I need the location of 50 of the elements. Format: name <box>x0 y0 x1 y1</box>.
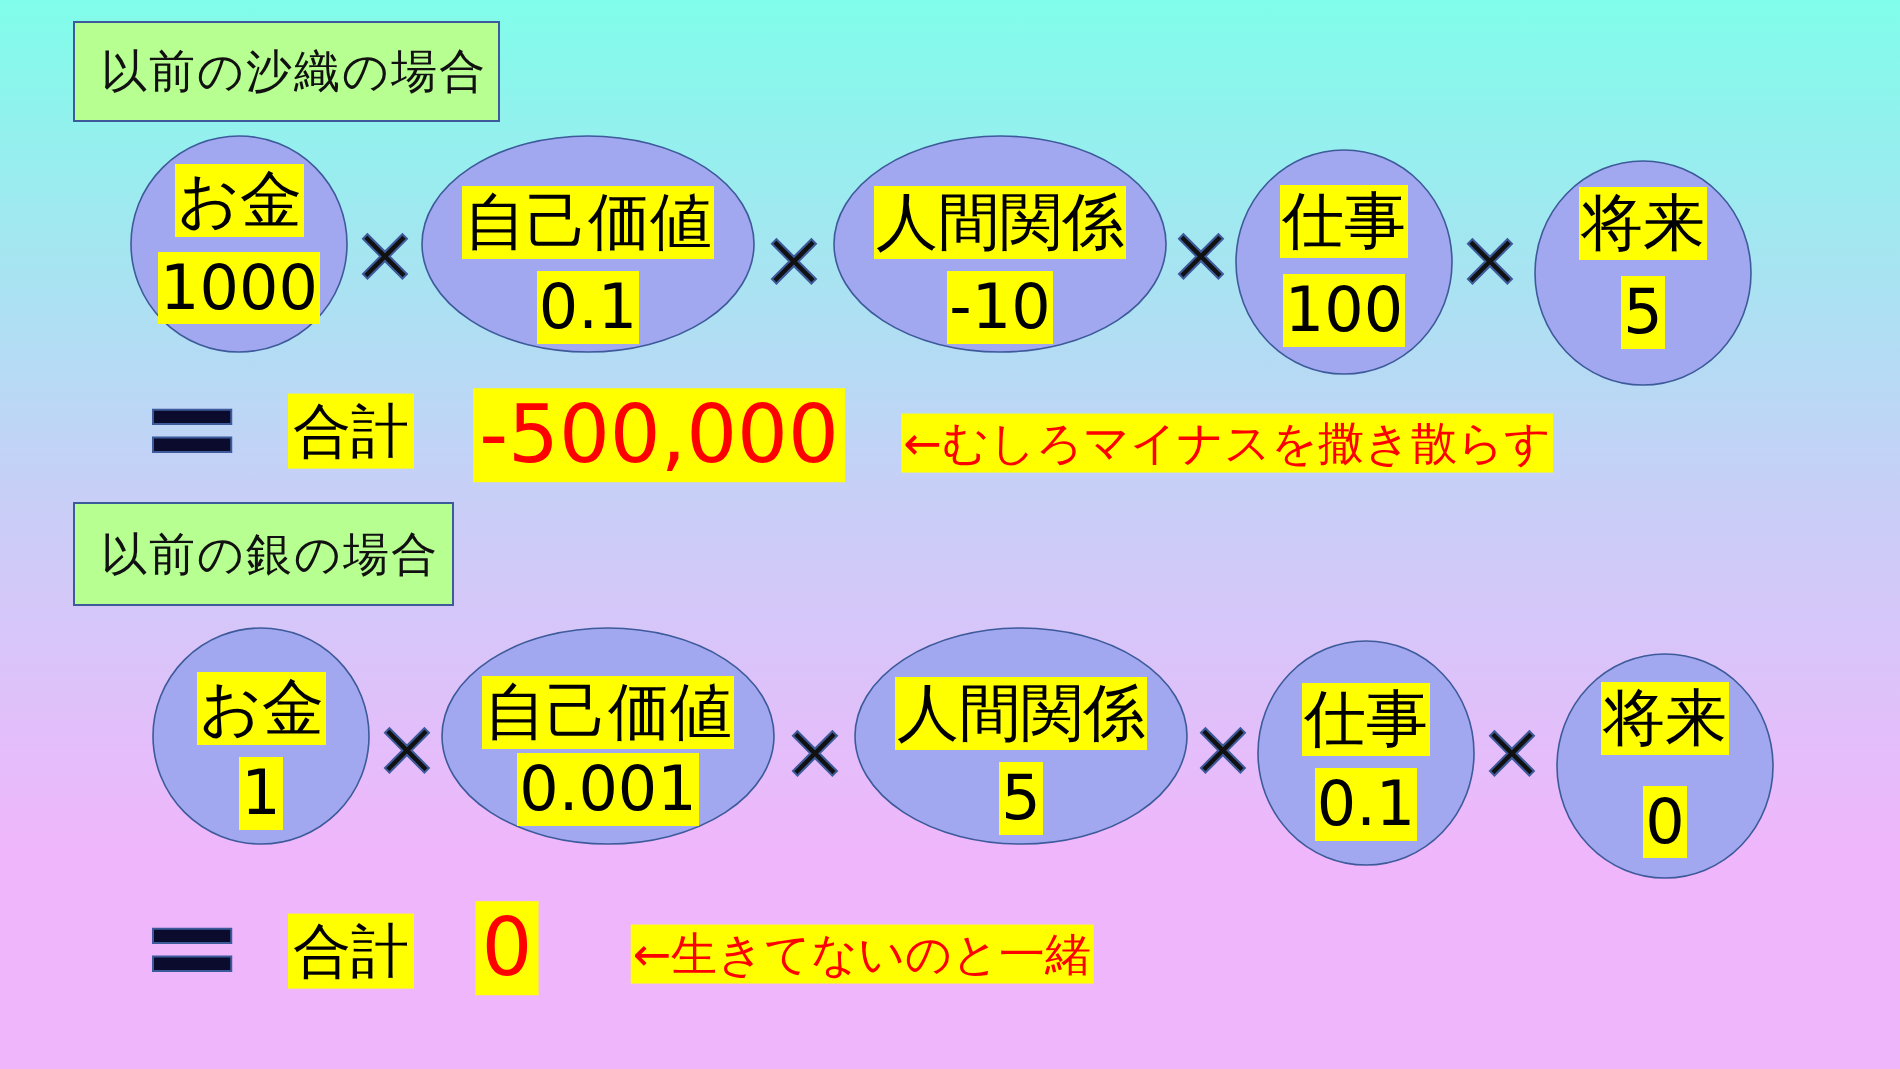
factor-value: 1 <box>239 757 283 830</box>
factor-value: 0.1 <box>536 271 640 344</box>
multiply-sign: × <box>761 220 827 298</box>
multiply-sign: × <box>1479 712 1545 790</box>
multiply-sign: × <box>1168 215 1234 293</box>
equals-sign: = <box>139 363 245 489</box>
factor-value: 0.001 <box>517 753 699 826</box>
factor-name: 仕事 <box>1302 683 1430 756</box>
factor-name: お金 <box>196 672 326 745</box>
total-label: 合計 <box>288 393 414 469</box>
multiply-sign: × <box>374 709 440 787</box>
factor-ellipse <box>441 627 775 845</box>
total-value: 0 <box>475 901 539 995</box>
multiply-sign: × <box>782 712 848 790</box>
multiply-sign: × <box>352 215 418 293</box>
factor-ellipse <box>1556 653 1774 879</box>
total-value: -500,000 <box>473 388 845 482</box>
factor-name: 人間関係 <box>874 186 1126 259</box>
factor-name: 将来 <box>1601 681 1729 755</box>
note-text: ←生きてないのと一緒 <box>630 924 1094 984</box>
factor-ellipse <box>130 135 348 353</box>
title-box <box>73 502 454 606</box>
multiply-sign: × <box>1457 220 1523 298</box>
factor-ellipse <box>421 135 755 353</box>
title-box <box>73 21 500 122</box>
case-title: 以前の銀の場合 <box>101 528 439 580</box>
factor-ellipse <box>1235 149 1453 375</box>
factor-name: 人間関係 <box>895 677 1147 750</box>
factor-value: 0.1 <box>1314 768 1418 841</box>
factor-ellipse <box>854 627 1188 845</box>
equals-sign: = <box>139 882 245 1008</box>
note-text: ←むしろマイナスを撒き散らす <box>901 413 1553 473</box>
factor-value: 1000 <box>158 251 320 325</box>
factor-name: 将来 <box>1579 187 1707 260</box>
factor-ellipse <box>833 135 1167 353</box>
factor-value: 5 <box>1621 276 1665 349</box>
factor-value: 0 <box>1643 785 1687 859</box>
factor-ellipse <box>152 627 370 845</box>
factor-value: 100 <box>1282 274 1406 347</box>
factor-name: 仕事 <box>1280 185 1408 258</box>
total-label: 合計 <box>288 913 414 989</box>
case-title: 以前の沙織の場合 <box>101 46 487 97</box>
factor-ellipse <box>1257 640 1475 866</box>
factor-name: 自己価値 <box>462 186 714 259</box>
factor-name: 自己価値 <box>482 676 734 749</box>
factor-ellipse <box>1534 160 1752 386</box>
factor-value: 5 <box>999 762 1043 835</box>
factor-value: -10 <box>947 271 1053 344</box>
factor-name: お金 <box>174 163 304 237</box>
multiply-sign: × <box>1190 709 1256 787</box>
